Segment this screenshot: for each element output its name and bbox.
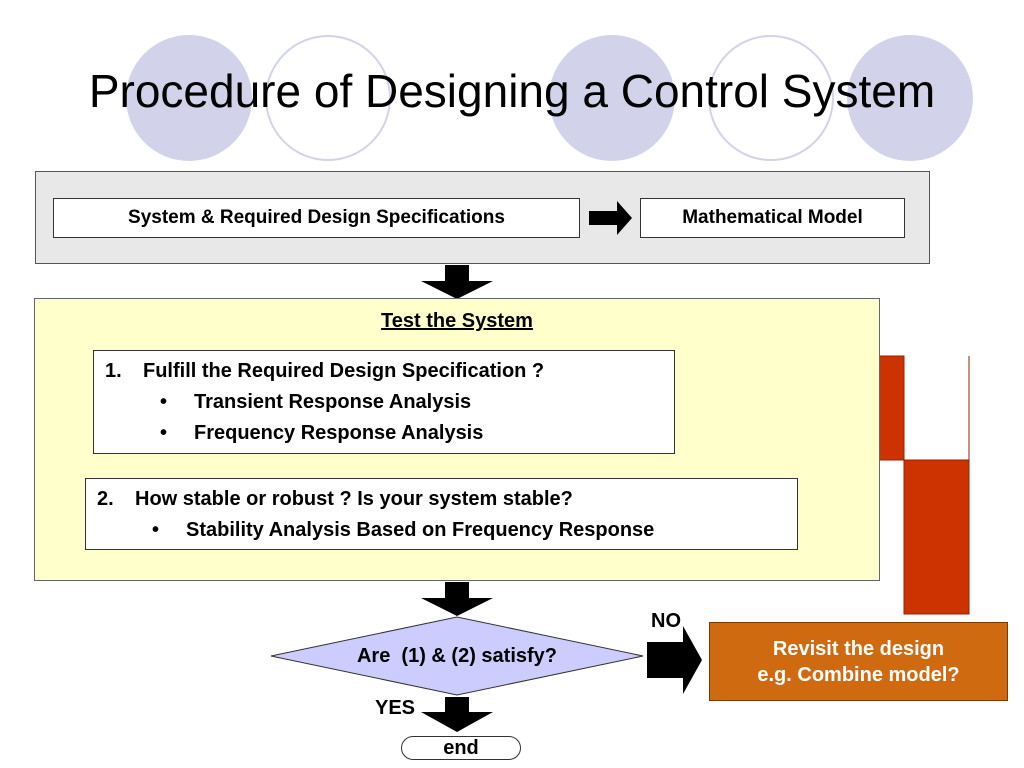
arrow-down-icon <box>421 697 493 732</box>
bullet-icon: • <box>160 391 168 413</box>
decor-circle <box>847 35 973 161</box>
end-label: end <box>443 737 479 759</box>
yes-label: YES <box>375 697 416 719</box>
revisit-box: Revisit the design e.g. Combine model? <box>709 622 1008 701</box>
model-box-label: Mathematical Model <box>682 207 863 228</box>
spec-box-label: System & Required Design Specifications <box>128 207 505 228</box>
decor-circle <box>126 35 252 161</box>
arrow-right-icon <box>647 626 702 694</box>
arrow-down-icon <box>421 582 493 616</box>
arrow-down-icon <box>421 265 493 299</box>
criteria-2-bullet: Stability Analysis Based on Frequency Re… <box>186 519 655 541</box>
revisit-line-2: e.g. Combine model? <box>757 663 960 686</box>
criteria-1-question: Fulfill the Required Design Specificatio… <box>143 360 545 382</box>
spec-box: System & Required Design Specifications <box>53 198 580 238</box>
criteria-box-2 <box>85 478 798 550</box>
criteria-box-1 <box>93 350 675 454</box>
bullet-icon: • <box>152 519 160 541</box>
decor-circle-ring <box>708 35 834 161</box>
decision-diamond <box>270 616 644 696</box>
decor-circle-ring <box>265 35 391 161</box>
criteria-1-number: 1. <box>105 360 122 382</box>
criteria-1-bullet: Frequency Response Analysis <box>194 422 484 444</box>
revisit-line-1: Revisit the design <box>772 637 945 660</box>
model-box: Mathematical Model <box>640 198 905 238</box>
test-heading: Test the System <box>381 310 533 332</box>
criteria-2-question: How stable or robust ? Is your system st… <box>135 488 573 510</box>
page-title: Procedure of Designing a Control System <box>88 65 936 117</box>
end-terminal: end <box>401 736 521 760</box>
decor-circle <box>549 35 675 161</box>
arrow-right-icon <box>589 201 632 235</box>
bullet-icon: • <box>160 422 168 444</box>
criteria-2-number: 2. <box>97 488 114 510</box>
decision-label: Are (1) & (2) satisfy? <box>356 645 558 667</box>
no-label: NO <box>651 610 681 632</box>
criteria-1-bullet: Transient Response Analysis <box>194 391 472 413</box>
